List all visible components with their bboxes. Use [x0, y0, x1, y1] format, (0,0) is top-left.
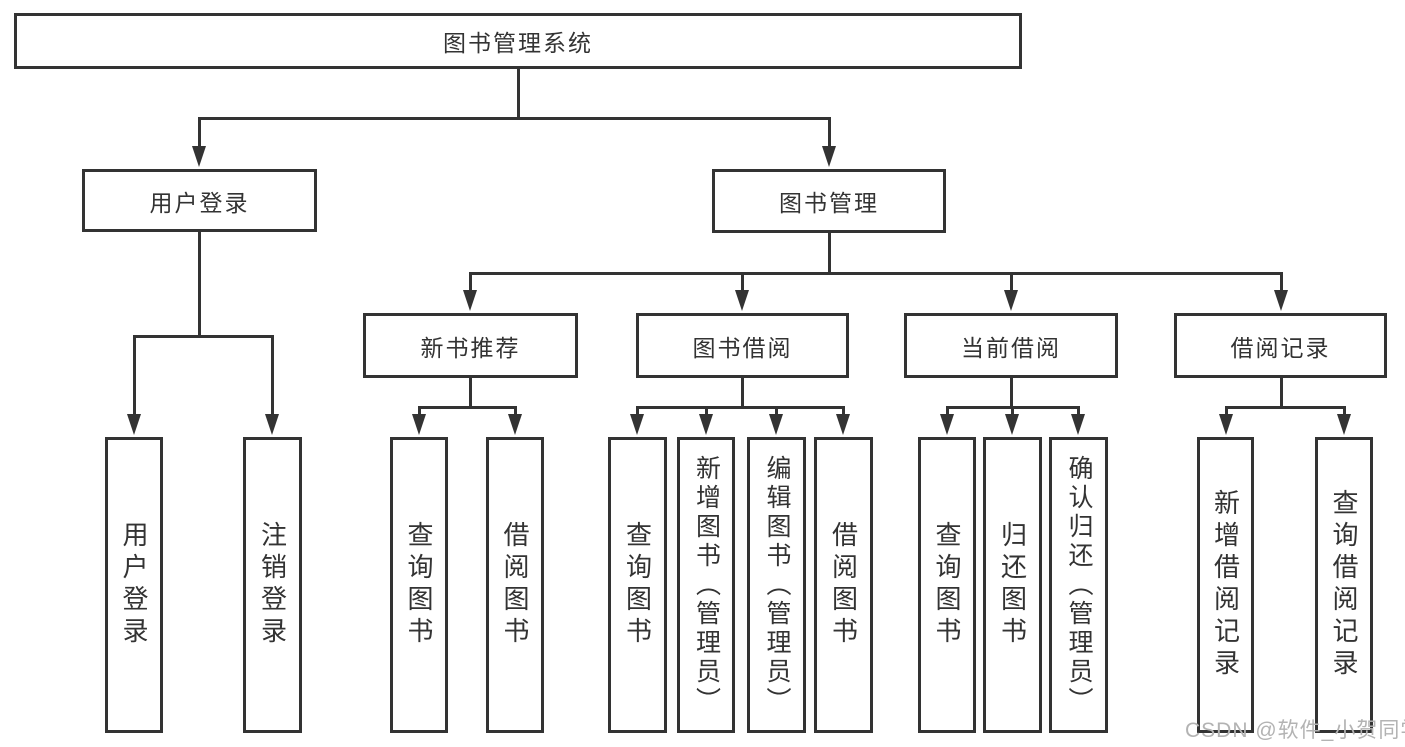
node-label: 新书推荐: [420, 334, 521, 361]
connector-childstem-records-children-1: [1342, 406, 1346, 415]
connector-stem-records-children: [1279, 378, 1283, 409]
connector-arrowhead-borrowing-children-1: [699, 414, 713, 435]
node-label: 图书管理系统: [443, 30, 593, 56]
leaf-label: 查询借阅记录: [1329, 489, 1359, 681]
connector-childstem-user-login-children-0: [132, 335, 136, 415]
connector-arrowhead-root-to-level2-0: [192, 146, 206, 167]
connector-childstem-book-management-children-2: [1009, 272, 1013, 291]
connector-childstem-recommend-children-1: [513, 406, 517, 415]
connector-arrowhead-book-management-children-2: [1004, 290, 1018, 311]
node-user-login: 用户登录: [82, 169, 317, 232]
connector-stem-book-management-children: [827, 233, 831, 275]
connector-rail-recommend-children: [417, 406, 517, 409]
connector-arrowhead-records-children-1: [1337, 414, 1351, 435]
connector-arrowhead-current-borrow-children-1: [1005, 414, 1019, 435]
watermark: CSDN @软件_小贺同学: [1185, 719, 1405, 742]
connector-childstem-book-management-children-3: [1279, 272, 1283, 291]
leaf-borrow-books: 借阅图书: [814, 437, 873, 733]
leaf-query-borrow-record: 查询借阅记录: [1315, 437, 1373, 733]
leaf-label: 编辑图书（管理员）: [763, 454, 791, 716]
connector-childstem-records-children-0: [1224, 406, 1228, 415]
connector-stem-borrowing-children: [740, 378, 744, 409]
connector-childstem-book-management-children-0: [468, 272, 472, 291]
connector-childstem-borrowing-children-2: [774, 406, 778, 415]
leaf-label: 归还图书: [997, 521, 1028, 649]
leaf-logout: 注销登录: [243, 437, 302, 733]
connector-arrowhead-root-to-level2-1: [822, 146, 836, 167]
leaf-label: 借阅图书: [828, 521, 859, 649]
connector-arrowhead-recommend-children-0: [412, 414, 426, 435]
node-label: 用户登录: [149, 189, 250, 216]
connector-stem-recommend-children: [468, 378, 472, 409]
leaf-query-books-current: 查询图书: [918, 437, 976, 733]
connector-rail-root-to-level2: [197, 117, 831, 120]
connector-arrowhead-user-login-children-0: [127, 414, 141, 435]
connector-childstem-borrowing-children-1: [704, 406, 708, 415]
node-book-borrowing: 图书借阅: [636, 313, 849, 378]
connector-childstem-current-borrow-children-0: [945, 406, 949, 415]
node-new-book-recommendation: 新书推荐: [363, 313, 578, 378]
leaf-label: 注销登录: [257, 521, 288, 649]
connector-stem-root-to-level2: [516, 69, 520, 120]
leaf-label: 用户登录: [119, 521, 149, 649]
connector-childstem-borrowing-children-3: [841, 406, 845, 415]
node-label: 借阅记录: [1230, 334, 1331, 361]
connector-arrowhead-borrowing-children-0: [630, 414, 644, 435]
connector-arrowhead-borrowing-children-2: [769, 414, 783, 435]
connector-rail-records-children: [1224, 406, 1346, 409]
leaf-confirm-return-admin: 确认归还（管理员）: [1049, 437, 1108, 733]
leaf-label: 新增借阅记录: [1210, 489, 1241, 681]
connector-childstem-book-management-children-1: [740, 272, 744, 291]
connector-stem-current-borrow-children: [1009, 378, 1013, 409]
connector-arrowhead-book-management-children-3: [1274, 290, 1288, 311]
node-label: 当前借阅: [961, 334, 1061, 361]
leaf-add-books-admin: 新增图书（管理员）: [677, 437, 735, 733]
leaf-borrow-books-recommend: 借阅图书: [486, 437, 544, 733]
connector-arrowhead-borrowing-children-3: [836, 414, 850, 435]
connector-arrowhead-book-management-children-0: [463, 290, 477, 311]
leaf-return-books: 归还图书: [983, 437, 1042, 733]
connector-rail-user-login-children: [132, 335, 274, 338]
connector-childstem-root-to-level2-1: [827, 117, 831, 147]
connector-arrowhead-user-login-children-1: [265, 414, 279, 435]
node-label: 图书借阅: [692, 334, 793, 361]
connector-childstem-root-to-level2-0: [197, 117, 201, 147]
node-label: 图书管理: [779, 190, 879, 216]
connector-arrowhead-current-borrow-children-2: [1071, 414, 1085, 435]
leaf-label: 查询图书: [404, 521, 434, 649]
leaf-label: 新增图书（管理员）: [692, 454, 721, 716]
connector-childstem-current-borrow-children-2: [1076, 406, 1080, 415]
connector-arrowhead-records-children-0: [1219, 414, 1233, 435]
connector-arrowhead-book-management-children-1: [735, 290, 749, 311]
connector-rail-book-management-children: [468, 272, 1283, 275]
leaf-query-books-recommend: 查询图书: [390, 437, 448, 733]
node-borrowing-records: 借阅记录: [1174, 313, 1387, 378]
connector-arrowhead-recommend-children-1: [508, 414, 522, 435]
connector-childstem-user-login-children-1: [270, 335, 274, 415]
connector-childstem-borrowing-children-0: [635, 406, 639, 415]
leaf-query-books-borrow: 查询图书: [608, 437, 667, 733]
connector-arrowhead-current-borrow-children-0: [940, 414, 954, 435]
leaf-add-borrow-record: 新增借阅记录: [1197, 437, 1254, 733]
node-book-management: 图书管理: [712, 169, 946, 233]
connector-rail-borrowing-children: [635, 406, 845, 409]
connector-stem-user-login-children: [197, 232, 201, 338]
leaf-edit-books-admin: 编辑图书（管理员）: [747, 437, 806, 733]
connector-childstem-current-borrow-children-1: [1010, 406, 1014, 415]
node-current-borrowing: 当前借阅: [904, 313, 1118, 378]
node-root-library-system: 图书管理系统: [14, 13, 1022, 69]
connector-childstem-recommend-children-0: [417, 406, 421, 415]
leaf-label: 查询图书: [622, 521, 653, 649]
leaf-label: 借阅图书: [500, 521, 530, 649]
leaf-label: 确认归还（管理员）: [1065, 454, 1093, 716]
leaf-label: 查询图书: [932, 521, 962, 649]
leaf-user-login: 用户登录: [105, 437, 163, 733]
